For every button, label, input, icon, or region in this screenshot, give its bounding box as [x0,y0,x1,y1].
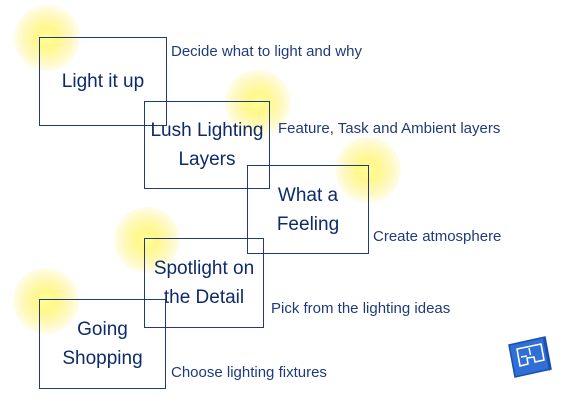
step-description: Create atmosphere [373,228,502,245]
step-box-going-shopping: Going Shopping [39,299,166,389]
step-description: Choose lighting fixtures [171,364,327,381]
light-glow-icon [13,268,79,334]
step-description: Pick from the lighting ideas [271,300,451,317]
floor-plan-logo-icon [505,333,553,381]
step-box-light-it-up: Light it up [39,37,167,126]
step-box-what-a-feeling: What a Feeling [247,165,369,254]
light-glow-icon [114,207,180,273]
step-title: Light it up [61,71,145,92]
step-description: Feature, Task and Ambient layers [278,120,501,137]
step-box-spotlight-on-the-detail: Spotlight on the Detail [144,238,264,328]
step-title: Going Shopping [62,319,143,369]
step-title: What a Feeling [276,184,340,235]
step-title: Lush Lighting Layers [150,120,264,170]
step-title: Spotlight on the Detail [153,258,255,308]
light-glow-icon [225,70,291,136]
step-description: Decide what to light and why [171,43,362,60]
step-box-lush-lighting-layers: Lush Lighting Layers [144,101,270,189]
light-glow-icon [14,5,80,71]
